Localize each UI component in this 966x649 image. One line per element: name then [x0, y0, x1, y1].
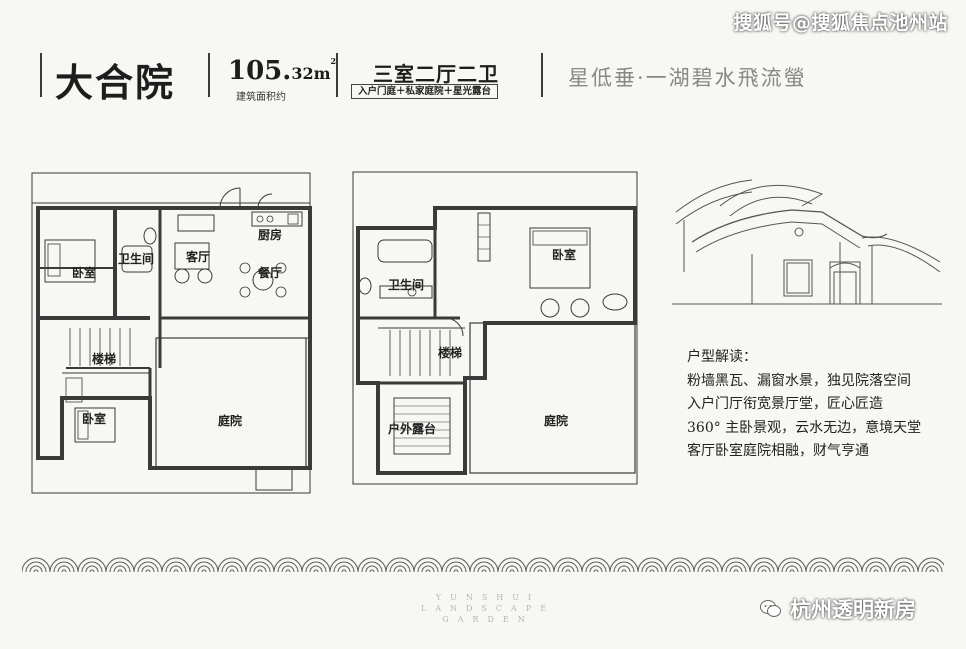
room-label: 厨房	[258, 228, 283, 242]
header-divider	[208, 53, 210, 97]
layout-description: 户型解读： 粉墙黑瓦、漏窗水景，独见院落空间 入户门厅衔宽景厅堂，匠心匠造 36…	[687, 346, 921, 464]
description-line: 粉墙黑瓦、漏窗水景，独见院落空间	[687, 372, 911, 389]
description-line: 360° 主卧景观，云水无边，意境天堂	[687, 419, 922, 436]
brand-line: GARDEN	[442, 615, 534, 624]
brand-mark: YUNSHUI LANDSCAPE GARDEN	[418, 592, 558, 625]
slogan: 星低垂·一湖碧水飛流螢	[568, 66, 807, 90]
room-label: 卫生间	[388, 278, 425, 292]
page-title: 大合院	[55, 60, 176, 105]
wechat-icon	[760, 600, 781, 617]
floor-plan-ground-drawing	[31, 172, 312, 494]
floor-plan-upper-drawing	[352, 171, 638, 485]
layout-type: 三室二厅二卫	[373, 62, 499, 86]
brand-line: YUNSHUI	[435, 593, 541, 602]
room-label: 庭院	[544, 414, 569, 428]
room-label: 卧室	[552, 248, 577, 262]
floor-plan-ground: 卧室 卫生间 客厅 厨房 餐厅 楼梯 卧室 庭院	[30, 168, 320, 498]
brand-line: LANDSCAPE	[420, 604, 556, 613]
room-label: 卧室	[82, 412, 107, 426]
header-divider	[541, 53, 543, 97]
description-line: 入户门厅衔宽景厅堂，匠心匠造	[687, 396, 883, 412]
room-label: 户外露台	[388, 422, 437, 436]
room-label: 楼梯	[438, 346, 463, 360]
facade-sketch	[672, 176, 942, 310]
watermark-bottom-text: 杭州透明新房	[790, 598, 916, 622]
description-line: 客厅卧室庭院相融，财气亨通	[687, 443, 869, 459]
features-badge: 入户门庭＋私家庭院＋星光露台	[351, 84, 499, 99]
header-divider	[336, 53, 338, 97]
room-label: 餐厅	[258, 266, 283, 280]
wave-pattern	[22, 552, 944, 578]
room-label: 楼梯	[92, 352, 117, 366]
room-label: 卧室	[72, 266, 97, 280]
watermark-top: 搜狐号@搜狐焦点池州站	[733, 12, 948, 34]
room-label: 庭院	[218, 414, 243, 428]
description-heading: 户型解读：	[687, 349, 757, 365]
facade-drawing	[672, 179, 942, 305]
area-label: 建筑面积约	[236, 92, 286, 103]
room-label: 卫生间	[118, 252, 155, 266]
watermark-bottom: 杭州透明新房	[760, 594, 916, 624]
room-label: 客厅	[186, 250, 211, 264]
area-value: 105.32m2	[228, 56, 337, 86]
header-divider	[40, 53, 42, 97]
floor-plan-upper: 卫生间 卧室 楼梯 户外露台 庭院	[350, 168, 640, 488]
